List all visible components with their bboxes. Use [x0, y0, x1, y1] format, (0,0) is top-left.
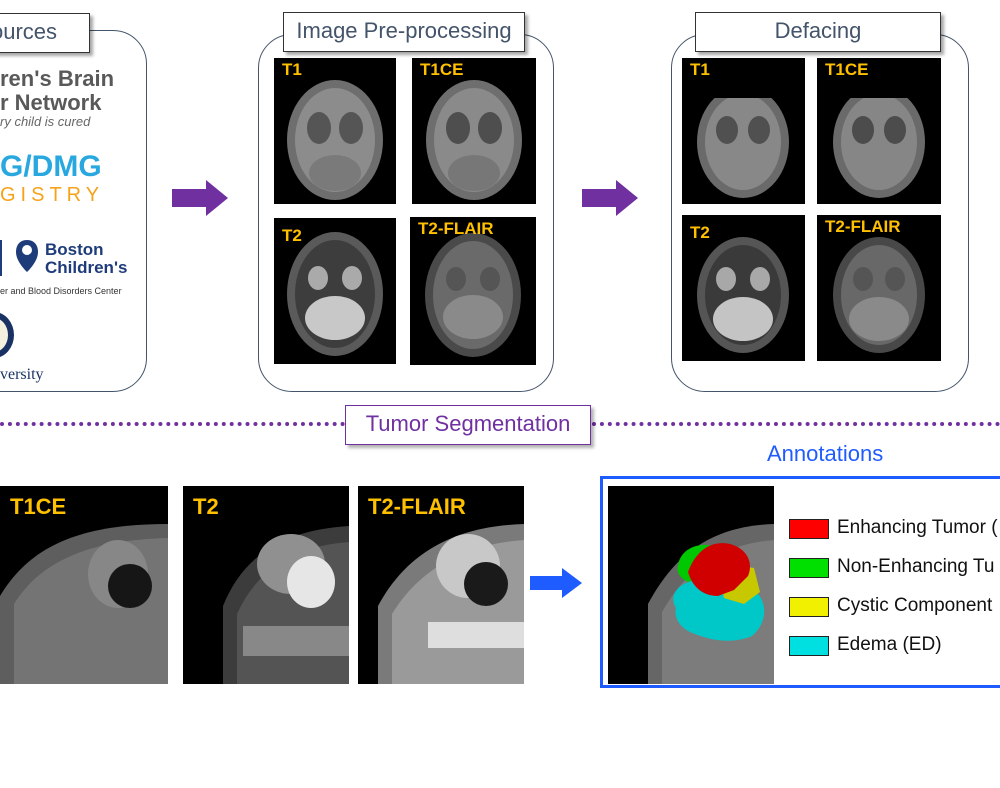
seq-label-deface-t1: T1 — [690, 60, 710, 79]
arrow-right-icon-2 — [582, 180, 638, 216]
preprocessing-title: Image Pre-processing — [283, 12, 525, 52]
legend-label: Cystic Component — [837, 595, 993, 616]
arrow-right-icon-shape — [172, 180, 228, 216]
mri-seg-t1ce: T1CE — [0, 486, 168, 684]
mri-preproc-t2flair: T2-FLAIR — [410, 217, 536, 365]
seq-label-seg-t2flair: T2-FLAIR — [368, 494, 466, 519]
registry-logo-line1: G/DMG — [0, 150, 102, 183]
mri-preproc-t1: T1 — [274, 58, 396, 204]
legend-swatch-non-enhancing — [789, 558, 829, 578]
section-divider-right — [592, 422, 1000, 426]
seq-label-deface-t1ce: T1CE — [825, 60, 869, 79]
university-seal-icon — [0, 310, 16, 360]
mri-deface-t2flair: T2-FLAIR — [817, 215, 941, 361]
boston-divider — [0, 240, 2, 276]
mri-seg-t2: T2 — [183, 486, 349, 684]
seq-label-seg-t1ce: T1CE — [10, 494, 67, 519]
seq-label-t2flair: T2-FLAIR — [418, 219, 494, 238]
arrow-right-blue-icon — [530, 568, 582, 598]
cbtn-logo-line2: r Network — [0, 90, 102, 115]
annotations-title: Annotations — [767, 441, 884, 466]
sources-panel — [0, 30, 147, 392]
boston-logo-icon — [14, 238, 40, 274]
seq-label-t1ce: T1CE — [420, 60, 464, 79]
registry-logo-line2: GISTRY — [0, 184, 105, 206]
legend-label: Enhancing Tumor ( — [837, 517, 998, 538]
cbtn-tagline: ry child is cured — [0, 114, 91, 129]
legend-swatch-cystic — [789, 597, 829, 617]
boston-logo-line1: Boston — [45, 240, 104, 259]
seq-label-deface-t2flair: T2-FLAIR — [825, 217, 901, 236]
mri-preproc-t2: T2 — [274, 218, 396, 364]
mri-preproc-t1ce: T1CE — [412, 58, 536, 204]
mri-deface-t1: T1 — [682, 58, 805, 204]
legend-swatch-enhancing — [789, 519, 829, 539]
seq-label-seg-t2: T2 — [193, 494, 219, 519]
mri-deface-t2: T2 — [682, 215, 805, 361]
legend-label: Non-Enhancing Tu — [837, 556, 995, 577]
legend-swatch-edema — [789, 636, 829, 656]
seq-label-t2: T2 — [282, 226, 302, 245]
sources-title: ources — [0, 13, 90, 53]
boston-subtitle: er and Blood Disorders Center — [0, 286, 122, 296]
defacing-title: Defacing — [695, 12, 941, 52]
mri-seg-t2flair: T2-FLAIR — [358, 486, 524, 684]
mri-annotated — [608, 486, 774, 684]
legend-label: Edema (ED) — [837, 634, 942, 655]
mri-deface-t1ce: T1CE — [817, 58, 941, 204]
arrow-right-icon — [172, 180, 228, 216]
segmentation-title: Tumor Segmentation — [345, 405, 591, 445]
legend: Enhancing Tumor ( Non-Enhancing Tu Cysti… — [789, 517, 1000, 663]
seq-label-deface-t2: T2 — [690, 223, 710, 242]
section-divider-left — [0, 422, 345, 426]
boston-logo-line2: Children's — [45, 258, 128, 277]
cbtn-logo-line1: ren's Brain — [0, 66, 115, 91]
seq-label-t1: T1 — [282, 60, 302, 79]
university-name: versity — [0, 366, 44, 383]
